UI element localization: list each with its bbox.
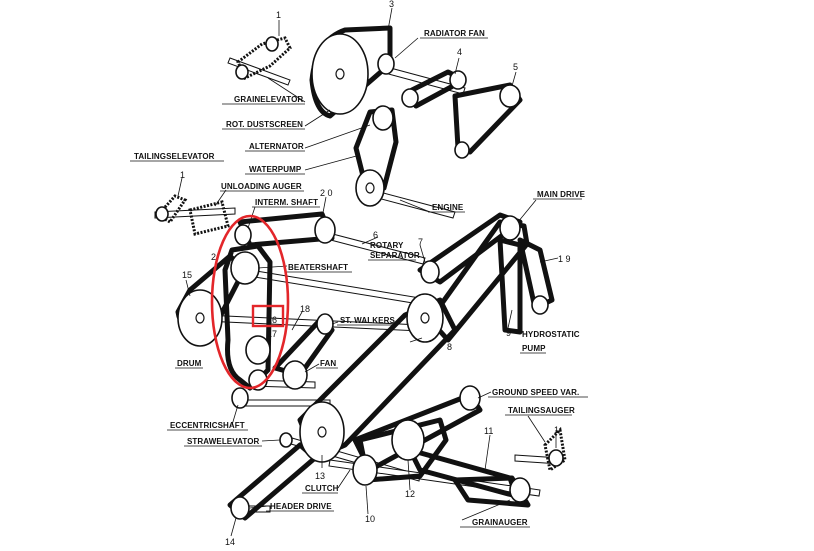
main-drive-pulley	[499, 215, 521, 241]
label-interm-shaft: INTERM. SHAFT	[255, 198, 318, 207]
label-clutch: CLUTCH	[305, 484, 339, 493]
radiator-fan-hub	[335, 68, 345, 80]
variator-pulley	[245, 335, 271, 365]
num-15: 15	[182, 270, 192, 280]
fan-pulley	[282, 360, 308, 390]
unloading-pulley	[234, 224, 252, 246]
highlight-annotations	[210, 214, 290, 390]
num-16: 16	[267, 315, 277, 325]
label-radiator-fan: RADIATOR FAN	[424, 29, 485, 38]
label-header-drive: HEADER DRIVE	[270, 502, 332, 511]
radiator-small-pulley	[377, 53, 395, 75]
num-11: 11	[484, 426, 493, 436]
label-rot-dustscreen: ROT. DUSTSCREEN	[226, 120, 303, 129]
belt-5	[452, 82, 523, 155]
label-drum: DRUM	[177, 359, 202, 368]
pulley-7	[420, 260, 440, 284]
label-ground-speed-var: GROUND SPEED VAR.	[492, 388, 579, 397]
label-rotary: ROTARY	[370, 241, 404, 250]
num-14: 14	[225, 537, 235, 547]
num-5: 5	[513, 62, 518, 72]
highlight-box	[251, 304, 285, 328]
num-9: 9	[506, 328, 511, 338]
pulley-4	[401, 88, 419, 108]
tailings-auger-sprocket	[548, 449, 564, 467]
main-drive-belt-19	[517, 237, 555, 311]
engine-hub	[365, 182, 375, 194]
num-2: 2	[211, 252, 216, 262]
label-eccentric-shaft: ECCENTRICSHAFT	[170, 421, 245, 430]
main-drive-belt-a	[427, 219, 530, 343]
pulley-10	[352, 454, 378, 486]
label-grain-auger: GRAINAUGER	[472, 518, 528, 527]
num-3: 3	[389, 0, 394, 9]
label-engine: ENGINE	[432, 203, 464, 212]
interm-shaft-pulley	[314, 216, 336, 244]
beatershaft-rod	[248, 269, 421, 305]
ground-speed-pulley	[459, 385, 481, 411]
hydrostatic-pulley	[531, 295, 549, 315]
num-19: 1 9	[558, 254, 571, 264]
unloading-auger-chain	[188, 200, 230, 236]
pulley-8-hub	[420, 312, 430, 324]
highlight-ellipse	[210, 214, 290, 390]
pulley-4b	[449, 70, 467, 90]
num-20: 2 0	[320, 188, 333, 198]
label-hydrostatic: HYDROSTATIC	[522, 330, 580, 339]
pulley-12	[391, 419, 425, 461]
label-fan: FAN	[320, 359, 336, 368]
leader-lines	[177, 7, 559, 537]
label-tailing-elevator: TAILINGSELEVATOR	[134, 152, 215, 161]
part-numbers: 1 3 4 5 1 2 0 6 7 1 9 2 15 18 16 17 8 9 …	[180, 0, 571, 547]
num-1b: 1	[180, 170, 185, 180]
pulley-5b	[454, 141, 470, 159]
grainelevator-sprocket-2	[235, 64, 249, 80]
num-7: 7	[418, 237, 423, 247]
label-grain-elevator: GRAINELEVATOR	[234, 95, 303, 104]
label-pump: PUMP	[522, 344, 546, 353]
num-13: 13	[315, 471, 325, 481]
grainauger-pulley	[509, 477, 531, 503]
num-4: 4	[457, 47, 462, 57]
tailings-auger-chain	[543, 426, 567, 473]
drum-hub	[195, 312, 205, 324]
num-8: 8	[447, 342, 452, 352]
header-drive-pulley	[230, 496, 250, 520]
label-main-drive: MAIN DRIVE	[537, 190, 586, 199]
alternator-pulley	[372, 105, 394, 131]
num-6: 6	[373, 230, 378, 240]
label-st-walkers: ST. WALKERS	[340, 316, 395, 325]
text-labels: RADIATOR FAN GRAINELEVATOR ROT. DUSTSCRE…	[130, 29, 588, 528]
num-1a: 1	[276, 10, 281, 20]
label-separator: SEPARATOR	[370, 251, 420, 260]
grainauger-belt	[452, 475, 531, 508]
clutch-hub	[317, 426, 327, 438]
pulleys	[155, 33, 564, 520]
beater-pulley	[230, 251, 260, 285]
num-1c: 1	[554, 425, 559, 435]
grainelevator-sprocket	[265, 36, 279, 52]
label-waterpump: WATERPUMP	[249, 165, 302, 174]
strawelevator-pulley	[279, 432, 293, 448]
label-alternator: ALTERNATOR	[249, 142, 304, 151]
pulley-5	[499, 84, 521, 108]
num-12: 12	[405, 489, 415, 499]
st-walkers-pulley	[316, 313, 334, 335]
num-18: 18	[300, 304, 310, 314]
tailings-elevator-shaft	[154, 207, 236, 219]
hydrostatic-belt	[497, 237, 523, 335]
label-straw-elevator: STRAWELEVATOR	[187, 437, 260, 446]
num-10: 10	[365, 514, 375, 524]
tailings-elevator-sprocket	[155, 206, 169, 222]
label-tailings-auger: TAILINGSAUGER	[508, 406, 575, 415]
eccentric-pulley	[231, 387, 249, 409]
label-unloading-auger: UNLOADING AUGER	[221, 182, 302, 191]
num-17: 17	[267, 329, 277, 339]
label-beatershaft: BEATERSHAFT	[288, 263, 348, 272]
